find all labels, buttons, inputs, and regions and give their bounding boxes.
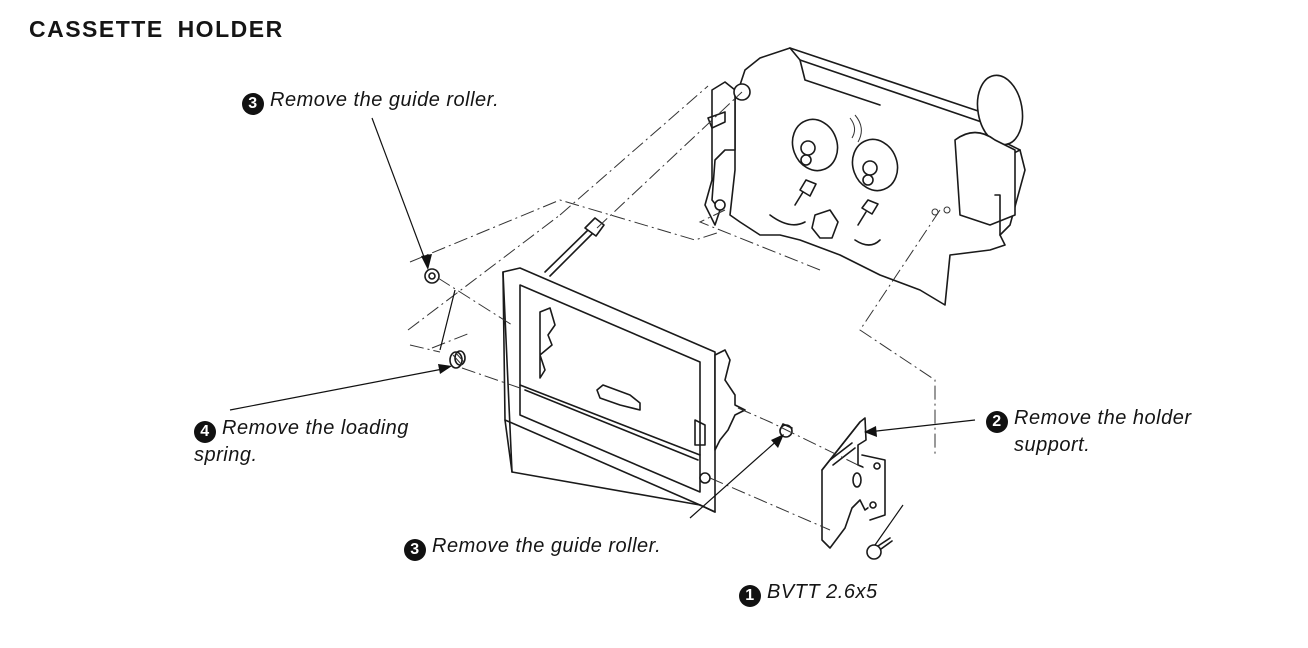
cassette-holder	[502, 267, 746, 513]
callout-text: Remove the guide roller.	[432, 535, 662, 557]
callout-step-3-guide-roller-bottom: 3 Remove the guide roller.	[404, 534, 661, 561]
page-title: CASSETTE HOLDER	[29, 16, 284, 42]
callout-step-1-screw: 1 BVTT 2.6x5	[739, 580, 878, 607]
step-number-badge: 3	[242, 93, 264, 115]
callout-step-2-holder-support: 2 Remove the holder support.	[986, 406, 1191, 457]
callout-text-line2: support.	[1014, 434, 1091, 456]
mechanism-chassis	[704, 47, 1026, 306]
reel-left	[791, 118, 839, 172]
screw	[866, 537, 893, 560]
step-number-badge: 2	[986, 411, 1008, 433]
callout-text-line2: spring.	[194, 444, 258, 466]
holder-support	[821, 417, 886, 549]
callout-text: BVTT 2.6x5	[767, 581, 878, 603]
step-number-badge: 4	[194, 421, 216, 443]
reel-right	[851, 138, 899, 192]
step-number-badge: 3	[404, 539, 426, 561]
alignment-lines	[407, 85, 941, 531]
step-number-badge: 1	[739, 585, 761, 607]
callout-step-3-guide-roller-top: 3 Remove the guide roller.	[242, 88, 499, 115]
callout-text: Remove the holder	[1014, 407, 1192, 429]
callout-text: Remove the guide roller.	[270, 89, 500, 111]
loading-spring	[449, 350, 466, 369]
guide-rod	[544, 217, 605, 277]
callout-step-4-loading-spring: 4 Remove the loading spring.	[194, 416, 409, 467]
leader-lines	[229, 117, 976, 546]
guide-roller-left	[424, 268, 440, 284]
callout-text: Remove the loading	[222, 417, 409, 439]
